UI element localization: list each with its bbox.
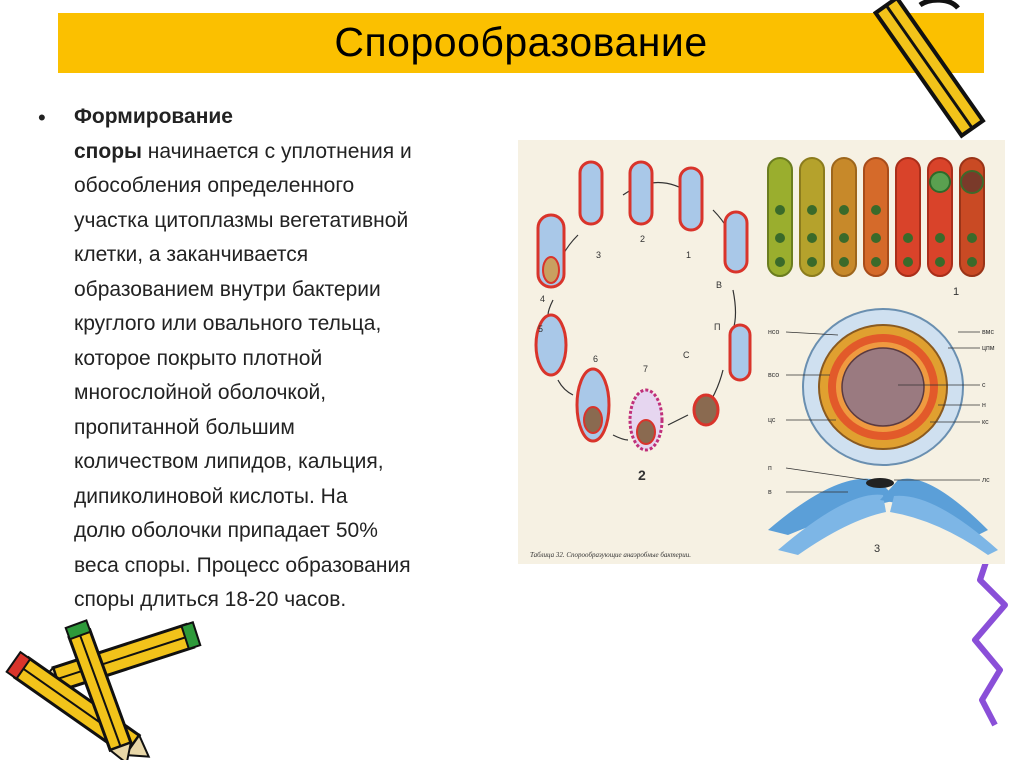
structure-label: вмс	[982, 329, 994, 336]
cycle-label: 2	[640, 234, 645, 244]
text-line: веса споры. Процесс образования	[74, 553, 411, 577]
text-line: споры начинается с уплотнения и	[74, 135, 514, 170]
cycle-label: 4	[540, 294, 545, 304]
rod-dots	[775, 205, 977, 267]
bold-word: споры	[74, 139, 142, 163]
text-line: многослойной оболочкой,	[74, 381, 327, 404]
panel-number: 1	[953, 286, 959, 298]
cell-1	[678, 166, 704, 232]
text-line: обособления определенного	[74, 174, 355, 197]
cycle-arrow	[612, 434, 629, 441]
figure-caption: Таблица 32. Спорообразующие анаэробные б…	[530, 551, 692, 559]
text-fragment: начинается с уплотнения и	[141, 139, 412, 163]
rod-spore	[929, 171, 951, 193]
slide-title: Спорообразование	[334, 19, 708, 65]
cycle-label: 1	[686, 250, 691, 260]
structure-leader-lines	[785, 331, 980, 493]
structure-label: с	[982, 382, 986, 389]
cycle-spores	[542, 256, 656, 445]
pencil-top-right-icon	[872, 0, 986, 139]
cycle-arrow	[732, 289, 737, 331]
cycle-label: 7	[643, 364, 648, 374]
spore-formation-figure: 3 2 1 4 5 6 7 В П С 2	[518, 140, 1005, 564]
structure-label: кс	[982, 419, 989, 426]
structure-label: нсо	[768, 329, 779, 336]
text-line: участка цитоплазмы вегетативной	[74, 208, 409, 232]
text-line: образованием внутри бактерии	[74, 277, 381, 301]
cell-3	[578, 160, 604, 226]
text-line: количеством липидов, кальция,	[74, 450, 384, 473]
text-line: которое покрыто плотной	[74, 346, 323, 370]
free-spore	[692, 393, 720, 427]
text-line: споры длиться 18-20 часов.	[74, 588, 347, 611]
bullet-marker: •	[38, 105, 46, 130]
structure-label: всо	[768, 372, 779, 379]
crossed-pencils-icon	[5, 619, 202, 760]
rod-spore	[960, 170, 984, 194]
cycle-arrow	[557, 379, 574, 396]
text-line: клетки, а заканчивается	[74, 243, 309, 266]
cycle-label: П	[714, 322, 720, 332]
structure-label: цс	[768, 417, 776, 424]
structure-label: н	[982, 402, 986, 409]
panel-number: 2	[638, 467, 646, 483]
lead-word: Формирование	[74, 105, 233, 128]
structure-label: лс	[982, 477, 990, 484]
paragraph: Формирование споры начинается с уплотнен…	[74, 100, 514, 618]
panel-number: 3	[874, 543, 880, 555]
text-line: пропитанной большим	[74, 415, 295, 439]
cell-2	[628, 160, 654, 226]
cycle-label-group: 3 2 1 4 5 6 7 В П С	[538, 234, 722, 374]
cycle-arrow	[667, 414, 689, 426]
cycle-cells	[534, 160, 752, 452]
structure-label: п	[768, 465, 772, 472]
cycle-arrow	[547, 299, 554, 316]
figure-illustration: 3 2 1 4 5 6 7 В П С 2	[534, 157, 998, 555]
structure-label-group: нсо всо цс п в вмс цпм с н кс лс	[768, 329, 995, 496]
text-line: круглого или овального тельца,	[74, 312, 382, 335]
cell-p	[728, 323, 752, 382]
purple-squiggle-decoration	[972, 550, 1008, 727]
text-line: дипиколиновой кислоты. На	[74, 484, 348, 508]
text-line: долю оболочки припадает 50%	[74, 519, 378, 542]
cycle-label: 5	[538, 324, 543, 334]
structure-label: в	[768, 489, 772, 496]
cycle-label: В	[716, 280, 722, 290]
structure-label: цпм	[982, 345, 995, 352]
cycle-label: 6	[593, 354, 598, 364]
cycle-label: 3	[596, 250, 601, 260]
structure-panel	[768, 308, 998, 555]
cycle-label: С	[683, 350, 690, 360]
title-bar: Спорообразование	[58, 13, 984, 73]
cell-5	[534, 313, 568, 377]
cell-v	[723, 210, 749, 274]
